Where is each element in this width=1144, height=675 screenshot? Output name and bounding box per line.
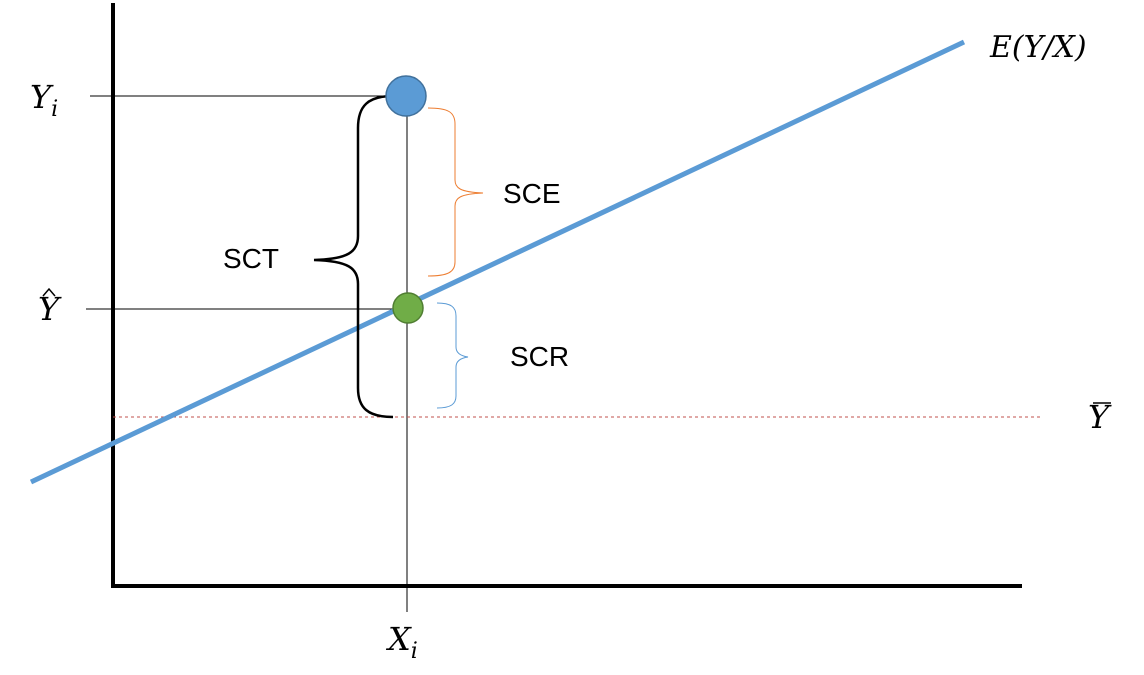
yi-label-sub: i — [51, 97, 58, 122]
sce-label: SCE — [503, 178, 561, 209]
xi-label: Xi — [385, 620, 418, 664]
ybar-label: Y — [1088, 398, 1112, 436]
scr-label: SCR — [510, 341, 569, 372]
observed-point — [385, 75, 427, 117]
yi-label: Yi — [30, 78, 58, 122]
regression-label: E(Y/X) — [989, 30, 1087, 65]
yhat-label: Y — [38, 290, 62, 328]
yhat-hat — [42, 287, 56, 297]
xi-label-sub: i — [411, 639, 418, 664]
sct-brace — [313, 94, 394, 419]
sct-label: SCT — [223, 243, 279, 274]
sce-brace — [427, 107, 484, 277]
scr-brace — [436, 302, 469, 409]
yi-label-base: Y — [30, 78, 54, 116]
regression-line — [29, 39, 966, 485]
predicted-point — [392, 292, 424, 324]
xi-label-base: X — [385, 620, 412, 658]
